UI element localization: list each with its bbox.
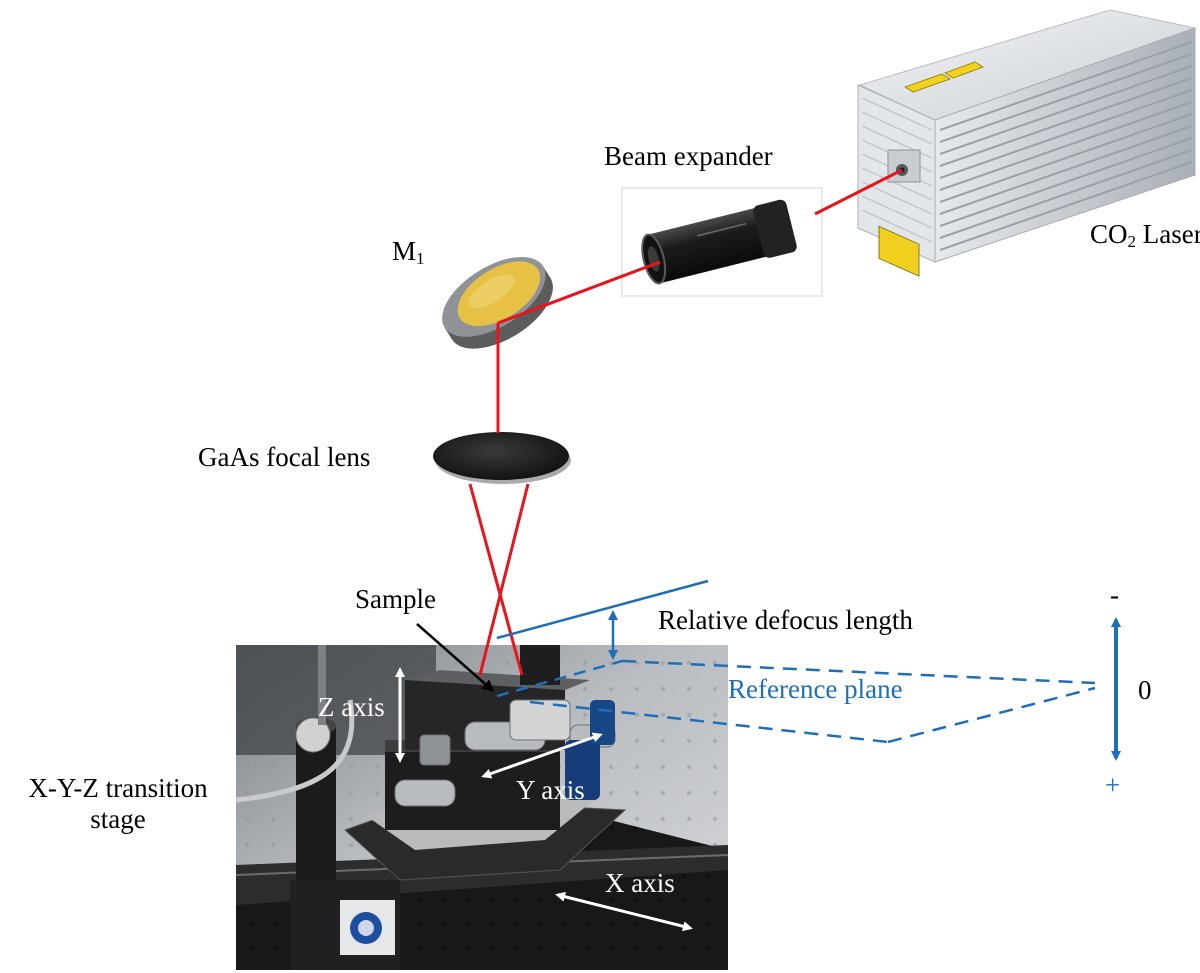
mirror-m1-label-subscript: 1 bbox=[416, 249, 425, 268]
relative-defocus-label: Relative defocus length bbox=[658, 605, 913, 635]
focal-lens-label: GaAs focal lens bbox=[198, 442, 371, 472]
mirror-m1-image bbox=[442, 257, 553, 349]
y-axis-label: Y axis bbox=[516, 775, 585, 805]
scale-zero-label: 0 bbox=[1138, 675, 1152, 705]
stage-label-line2: stage bbox=[90, 804, 146, 835]
stage-label-line1: X-Y-Z transition bbox=[28, 773, 208, 803]
scale-minus-label: - bbox=[1110, 580, 1119, 610]
stage-photo bbox=[236, 645, 728, 970]
reference-plane-label: Reference plane bbox=[728, 674, 903, 704]
co2-laser-image bbox=[857, 9, 1197, 277]
co2-laser-label-suffix: Laser bbox=[1136, 219, 1200, 249]
sample-pointer-arrow bbox=[416, 623, 495, 692]
scale-plus-label: + bbox=[1105, 770, 1121, 800]
beam-expander-label: Beam expander bbox=[604, 141, 773, 171]
co2-laser-label-subscript: 2 bbox=[1127, 232, 1137, 251]
co2-laser-label: CO2 Laser bbox=[1090, 219, 1200, 252]
stage-label: X-Y-Z transition stage bbox=[0, 773, 236, 835]
co2-laser-label-prefix: CO bbox=[1090, 219, 1128, 249]
x-axis-arrow bbox=[555, 891, 693, 932]
beam-expander-image bbox=[621, 187, 823, 297]
y-axis-arrow bbox=[481, 732, 603, 779]
axis-arrows bbox=[395, 667, 693, 932]
gaas-focal-lens-image bbox=[433, 432, 571, 484]
laser-beam bbox=[468, 168, 903, 676]
mirror-m1-label-main: M bbox=[392, 236, 417, 266]
x-axis-label: X axis bbox=[605, 868, 675, 898]
mirror-m1-label: M1 bbox=[392, 236, 425, 269]
z-axis-label: Z axis bbox=[318, 692, 385, 722]
defocus-annotation bbox=[496, 579, 1121, 761]
sample-label: Sample bbox=[355, 584, 436, 614]
